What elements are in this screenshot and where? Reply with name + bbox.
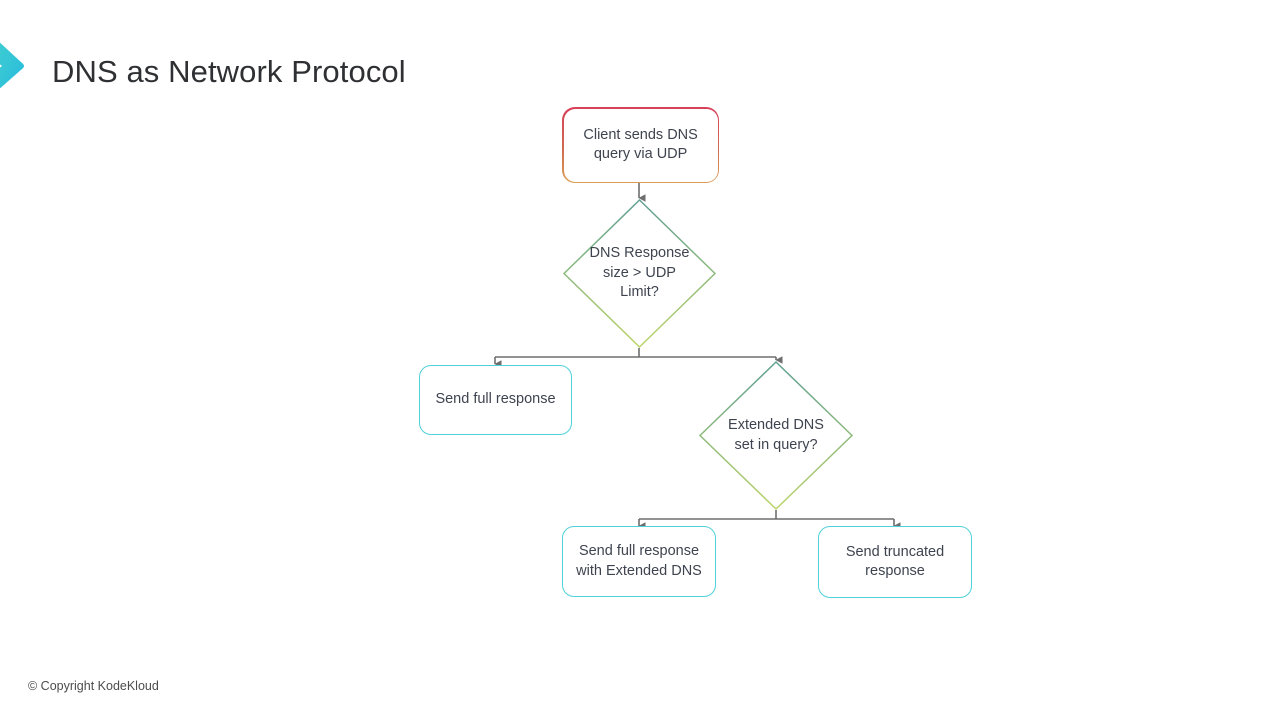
node-send-full-response[interactable]: Send full response: [419, 365, 572, 435]
node-label: Send full response: [435, 391, 556, 408]
node-dns-response-size-check[interactable]: DNS Response size > UDP Limit?: [562, 198, 717, 349]
node-label: Send truncated response: [845, 543, 945, 580]
node-client-sends-dns-query[interactable]: Client sends DNS query via UDP: [562, 107, 720, 184]
node-label: Client sends DNS query via UDP: [583, 126, 698, 163]
page-title: DNS as Network Protocol: [52, 54, 406, 89]
node-label: DNS Response size > UDP Limit?: [589, 245, 690, 301]
node-label: Send full response with Extended DNS: [576, 543, 702, 579]
node-extended-dns-check[interactable]: Extended DNS set in query?: [698, 360, 854, 511]
chevron-right-logo-icon: [0, 42, 24, 89]
footer-copyright: © Copyright KodeKloud: [28, 679, 159, 693]
node-send-truncated-response[interactable]: Send truncated response: [818, 526, 972, 598]
node-send-full-response-edns[interactable]: Send full response with Extended DNS: [562, 526, 716, 597]
node-label: Extended DNS set in query?: [728, 417, 824, 453]
